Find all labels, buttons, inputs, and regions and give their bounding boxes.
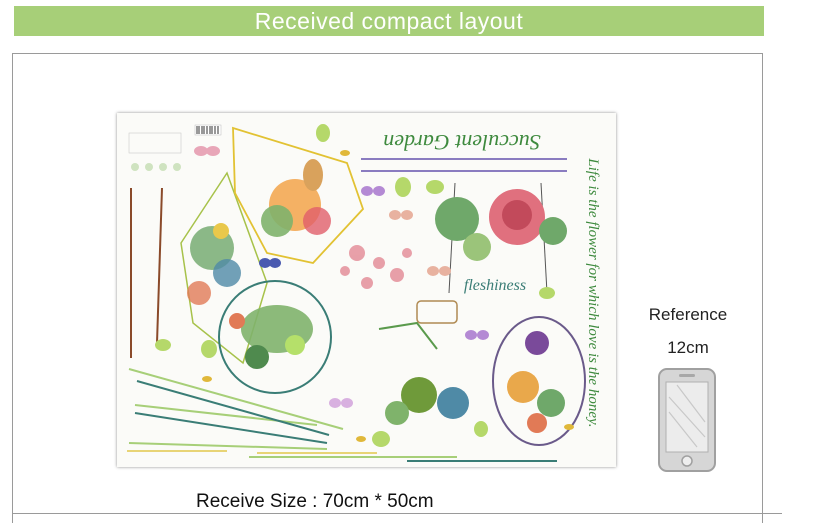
receive-size-caption: Receive Size : 70cm * 50cm — [196, 491, 434, 513]
succulent-hanging-top — [435, 182, 567, 294]
product-frame — [12, 53, 763, 523]
header-banner: Received compact layout — [14, 6, 764, 36]
terrarium-yellow — [232, 126, 365, 264]
phone-icon — [657, 367, 717, 478]
top-script-text: Succulent Garden — [383, 130, 540, 155]
barcode-icon — [194, 124, 222, 136]
reference-size: 12cm — [667, 338, 709, 357]
green-lines — [128, 368, 457, 458]
butterfly-icons — [194, 146, 489, 408]
stick-lines — [130, 187, 163, 358]
leaf-icons — [155, 124, 555, 447]
terrarium-oval — [492, 316, 586, 446]
fleshiness-text: fleshiness — [464, 277, 526, 294]
bee-icons — [202, 150, 574, 442]
banner-title: Received compact layout — [254, 7, 524, 34]
terrarium-round — [218, 280, 332, 394]
purple-lines — [361, 158, 567, 172]
yellow-lines — [127, 450, 377, 454]
bottom-divider — [12, 513, 782, 514]
receive-size-value: 70cm * 50cm — [322, 491, 434, 512]
sticker-sheet: Succulent Garden Life is the flower for … — [117, 113, 616, 467]
receive-size-label: Receive Size : — [196, 491, 318, 512]
potted-fern — [378, 300, 469, 425]
pink-blossoms — [340, 245, 412, 289]
side-script-text: Life is the flower for which love is the… — [585, 157, 601, 427]
teal-lines — [134, 380, 557, 462]
sticker-artwork: Succulent Garden Life is the flower for … — [127, 124, 601, 462]
mini-preview-icon — [128, 132, 182, 171]
reference-label: Reference — [648, 305, 728, 324]
